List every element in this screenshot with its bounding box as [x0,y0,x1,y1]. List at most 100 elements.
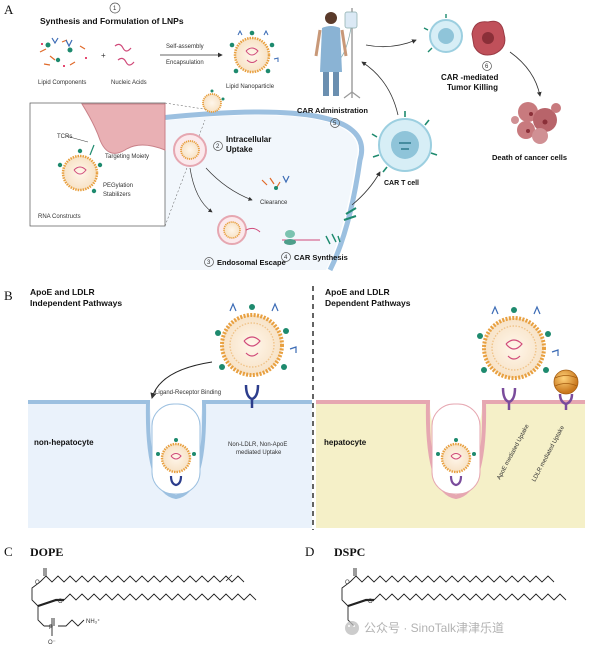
inset-link-line-2 [164,119,206,227]
inset-lnp-icon [57,144,103,194]
ldl-particle-band [554,375,578,387]
lipid-components-label: Lipid Components [38,80,86,86]
step4-badge [281,252,291,262]
step3-number: 3 [207,260,211,266]
tumor-cell-icon [471,20,506,56]
dspc-name: DSPC [334,545,365,559]
step6-title-2: Tumor Killing [447,83,498,92]
to-killing-arrow [365,39,417,48]
apoe-receptor [501,387,517,410]
ligand-binding-arrow [150,361,213,399]
right-title-2: Dependent Pathways [325,298,411,308]
pegylation-label: PEGylation [103,183,133,189]
plus-sign: + [101,51,106,60]
non-hepatocyte-membrane [28,400,312,500]
dope-structure [31,568,257,636]
step2-title-2: Uptake [226,145,253,154]
receptor-left [244,384,260,408]
target-cell-cytoplasm [160,115,358,270]
inset-link-line-1 [164,102,211,111]
lipid-components-icon [39,37,87,67]
dope-phosphorus: P [49,625,53,631]
panel-a-letter: A [4,2,14,17]
internalized-receptor-left [169,475,183,487]
large-lnp-right [477,305,559,380]
dope-oxy-neg: O⁻ [48,640,56,646]
step5-badge [330,118,340,128]
dope-name: DOPE [30,545,63,559]
dope-amine: NH₃⁺ [86,618,100,625]
right-title-1: ApoE and LDLR [325,287,390,297]
panel-b-letter: B [4,288,13,303]
dspc-oxygen-2: O [368,599,373,605]
hepatocyte-membrane [316,400,585,500]
lipid-nanoparticle-icon [229,29,279,74]
step6-badge [482,61,492,71]
step2-badge [213,141,223,151]
to-death-arrow [509,51,542,97]
uptake-lnp-icon [202,89,225,113]
non-ldlr-label-2: mediated Uptake [236,450,282,456]
endosome-icon [173,133,207,167]
wechat-icon [345,621,359,635]
step4-number: 4 [284,255,288,261]
to-patient-arrow [361,61,399,116]
rna-constructs-label: RNA Constructs [38,214,81,220]
panel-c-letter: C [4,544,13,559]
step2-number: 2 [216,144,220,150]
step2-title-1: Intracellular [226,135,271,144]
panel-d-letter: D [305,544,314,559]
nucleic-acids-icon [114,43,135,66]
dead-cancer-cells-icon [511,102,561,144]
left-title-2: Independent Pathways [30,298,122,308]
target-cell-membrane [159,109,365,272]
step5-number: 5 [333,121,337,127]
internalized-receptor-right [449,475,463,487]
car-membrane-insert [343,207,357,221]
dope-oxygen-2: O [58,599,63,605]
escape-endosome-icon [217,215,261,245]
non-hepatocyte-label: non-hepatocyte [34,438,94,447]
step5-title: CAR Administration [297,106,368,115]
ldl-particle [553,369,579,395]
step1-title: Synthesis and Formulation of LNPs [40,16,184,26]
internalized-lnp-left [156,438,196,474]
dope-oxygen-1: O [35,580,40,586]
car-t-cell-icon [371,111,438,173]
to-clearance-arrow [205,167,253,201]
step3-badge [204,257,214,267]
self-assembly-label: Self-assembly [166,44,204,50]
large-lnp-left [215,302,297,377]
tcrs-label: TCRs [57,134,72,140]
internalized-lnp-right [436,438,476,474]
ldlr-receptor [558,393,574,410]
encapsulation-label: Encapsulation [166,60,204,66]
tcr-pointer [65,135,89,143]
hepatocyte-label: hepatocyte [324,438,367,447]
killing-car-t-icon [423,14,463,53]
clearance-debris-icon [261,175,290,190]
car-synthesis-icon [282,230,341,245]
inset-t-cell [81,103,166,154]
death-label: Death of cancer cells [492,153,567,162]
lipid-nanoparticle-label: Lipid Nanoparticle [226,84,275,90]
step4-title: CAR Synthesis [294,253,348,262]
non-ldlr-label-1: Non-LDLR, Non-ApoE [228,442,287,448]
step6-number: 6 [485,64,489,70]
step1-badge [109,2,121,14]
stabilizers-label: Stabilizers [103,192,131,198]
to-escape-arrow [189,167,213,213]
dspc-structure [341,568,567,627]
patient-iv-icon [314,8,361,99]
step6-title-1: CAR -mediated [441,73,498,82]
car-t-cell-label: CAR T cell [384,180,419,187]
watermark: 公众号 · SinoTalk津津乐道 [345,621,504,635]
step3-title: Endosomal Escape [217,258,286,267]
left-title-1: ApoE and LDLR [30,287,95,297]
to-car-t-arrow [351,171,381,206]
clearance-label: Clearance [260,200,288,206]
targeting-moiety-label: Targeting Moiety [105,154,149,160]
dspc-oxygen-1: O [345,580,350,586]
watermark-text: 公众号 · SinoTalk津津乐道 [364,621,504,635]
